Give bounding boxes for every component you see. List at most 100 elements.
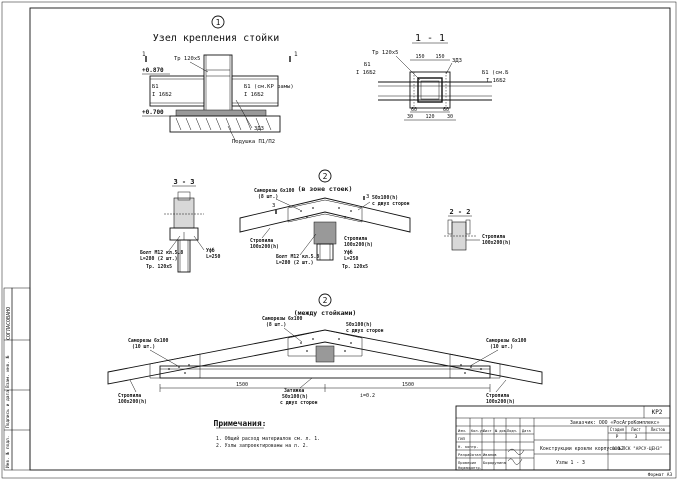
node2b-label-1: (8 шт.) (266, 322, 286, 328)
node1-level-top: +0.870 (142, 67, 164, 74)
node1-label-3: Б1 (см.КР рамы) (244, 84, 294, 90)
section11-dim-5: 120 (425, 114, 434, 120)
notes: Примечания: 1. Общий расход материалов с… (214, 419, 320, 449)
node-2b: 2 (между стойками) 1500 1500 i=0.2 Самор… (107, 293, 543, 406)
node2b-label-3: с двух сторон (346, 329, 384, 334)
side-stamp-top: СОГЛАСОВАНО (6, 307, 12, 340)
node2b-label-8: Стропила (118, 393, 141, 399)
node2b-label-10: Стропила (486, 393, 509, 399)
stamp-object: Конструкции кровли корпуса №2 (540, 446, 624, 452)
node2a-label-4: Стропила (250, 238, 273, 244)
section11-title: 1 - 1 (415, 33, 445, 44)
side-stamp-0: Инв. № подл. (5, 435, 11, 468)
node2b-marker-circle (318, 293, 332, 307)
node2b-label-12: Затяжка (284, 388, 304, 394)
stamp-stage-val-0: Р (616, 434, 619, 440)
section11-dim-4: 30 (407, 114, 413, 120)
section22-title: 2 - 2 (449, 208, 470, 216)
node2a-label-0: Саморезы 6х100 (254, 188, 295, 194)
section11-label-1: ЗД3 (452, 58, 462, 64)
node2a-label-1: (8 шт.) (258, 194, 278, 200)
stamp-col-2: Лист (483, 429, 492, 433)
stamp-stage-head-1: Лист (631, 427, 641, 432)
format-label: Формат А3 (648, 472, 673, 478)
section33-label-0: Болт М12 кл.5.8 (140, 250, 183, 256)
section11-dim-3: 60 (443, 107, 449, 113)
node1-label-6: Подушка П1/П2 (232, 139, 275, 145)
node2a-subtitle: (в зоне стоек) (298, 185, 353, 193)
section33-label-1: L=280 (2 шт.) (140, 256, 178, 262)
node2a-label-11: L=250 (344, 256, 359, 262)
node2a-marker: 2 (323, 172, 328, 181)
stamp-row-1-role: Н. контр. (458, 444, 479, 449)
section11-label-3: I 16Б2 (356, 70, 376, 76)
node1-label-2: I 16Б2 (152, 92, 172, 98)
section11-label-5: I 16Б2 (486, 78, 506, 84)
node1-title: Узел крепления стойки (153, 32, 279, 44)
stamp-row-0-role: ГИП (458, 436, 466, 441)
section22-label-1: 100х200(h) (482, 240, 511, 246)
stamp-col-0: Изм. (458, 429, 467, 433)
node2a-label-5: 100х200(h) (250, 244, 279, 250)
node-2a: 2 (в зоне стоек) 3 3 Саморезы 6х100 (8 ш… (239, 169, 411, 270)
node2b-subtitle: (между стойками) (294, 309, 357, 317)
node2a-label-10: Уфб (344, 249, 353, 256)
side-stamp-1: Подпись и дата (5, 390, 11, 428)
stamp-col-5: Дата (522, 429, 531, 433)
node2b-slope: i=0.2 (360, 393, 375, 399)
node2b-label-9: 100х200(h) (118, 399, 147, 405)
section22-label-0: Стропила (482, 234, 505, 240)
node1-marker-circle (211, 15, 225, 29)
node2a-marker-circle (318, 169, 332, 183)
stamp-col-3: № док. (495, 429, 508, 433)
stamp-row-3-role: Проверил (458, 460, 476, 465)
stamp-row-2-name: Иванов (483, 452, 497, 457)
node2b-label-0: Саморезы 6х100 (262, 316, 303, 322)
stamp-col-4: Подп. (507, 429, 518, 433)
node-1: 1 Узел крепления стойки 1 1 +0.870 +0.70… (142, 15, 298, 145)
node1-label-5: ЗД3 (254, 126, 264, 132)
node2b-label-11: 100х200(h) (486, 399, 515, 405)
node1-label-1: Б1 (152, 84, 159, 90)
stamp-row-2-role: Разработал (458, 452, 481, 457)
node1-label-0: Тр 120х5 (174, 56, 201, 62)
node2b-dim-1: 1500 (402, 382, 414, 388)
section-3-3: 3 - 3 Болт М12 кл.5.8 L=280 (2 шт.) Тр. … (140, 178, 221, 273)
notes-item-0: 1. Общий расход материалов см. л. 1. (216, 435, 320, 442)
inner-frame (29, 7, 671, 471)
stamp-customer: Заказчик: ООО «РосАгроКомплекс» (570, 420, 660, 426)
node2b-dim-0: 1500 (236, 382, 248, 388)
node2a-label-12: Тр. 120х5 (342, 264, 368, 270)
node2b-label-7: (10 шт.) (490, 344, 513, 350)
section11-dim-2: 60 (411, 107, 417, 113)
node2a-label-2: 50х100(h) (372, 195, 398, 201)
section33-label-4: L=250 (206, 254, 221, 260)
stamp-row-3-name: Бородулина (483, 460, 506, 465)
node1-label-4: I 16Б2 (244, 92, 264, 98)
side-stamp-2: Взам. инв. № (5, 355, 11, 388)
notes-title: Примечания: (214, 419, 267, 428)
node2a-label-9: L=280 (2 шт.) (276, 260, 314, 266)
section-2-2: 2 - 2 Стропила 100х200(h) (444, 208, 511, 251)
stamp-sheet-title: Узлы 1 - 3 (556, 460, 585, 466)
section11-label-4: Б1 (см.Б (482, 70, 509, 76)
node1-level-bottom: +0.700 (142, 109, 164, 116)
section33-label-2: Тр. 120х5 (146, 264, 172, 270)
stamp-stage-head-2: Листов (651, 427, 665, 432)
stamp-company: ООО ПСК "АРСУ-ЦЕНЗ" (612, 446, 662, 452)
section33-label-3: Уфб (206, 247, 215, 254)
stamp-stage-head-0: Стадия (610, 427, 624, 432)
section-1-1: 1 - 1 150 150 60 60 30 120 30 Тр 120х5 З… (356, 33, 509, 121)
title-block: КР2 Заказчик: ООО «РосАгроКомплекс» Конс… (455, 405, 671, 471)
node2a-label-8: Болт М12 кл.5.8 (276, 254, 319, 260)
node2b-label-13: 50х100(h) (282, 394, 308, 400)
section11-dim-6: 30 (447, 114, 453, 120)
signature-1 (507, 448, 525, 455)
section11-dim-1: 150 (435, 54, 444, 60)
node2a-label-3: с двух сторон (372, 202, 410, 207)
side-stamp: СОГЛАСОВАНО Инв. № подл. Подпись и дата … (3, 287, 31, 471)
node2b-label-5: (10 шт.) (132, 344, 155, 350)
stamp-row-4-role: Нормоконтр. (458, 466, 482, 470)
section11-label-0: Тр 120х5 (372, 50, 399, 56)
